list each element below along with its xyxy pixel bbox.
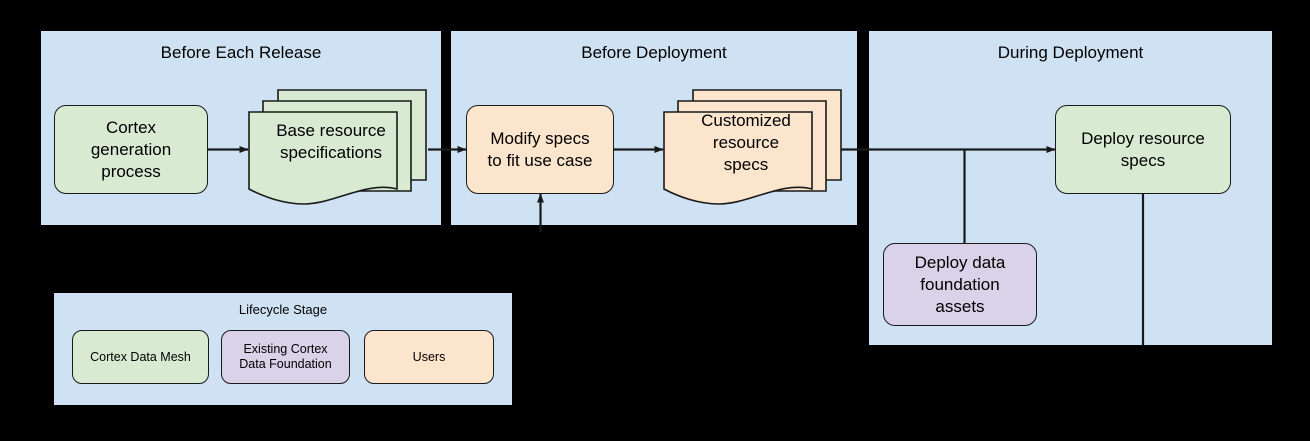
node-customized-resource-specs[interactable]: Customized resource specs [663,88,843,208]
legend: Lifecycle Stage Cortex Data Mesh Existin… [54,293,512,405]
panel-title-during-deployment: During Deployment [997,43,1144,62]
legend-title: Lifecycle Stage [238,302,328,317]
panel-title-before-deployment: Before Deployment [581,43,727,62]
panel-title-before-each-release: Before Each Release [160,43,322,62]
node-label: Cortex generation process [90,117,172,181]
document-sheet-front [248,111,398,205]
legend-item-label: Users [412,349,446,364]
node-cortex-generation-process[interactable]: Cortex generation process [54,105,208,194]
node-modify-specs-to-fit-use-case[interactable]: Modify specs to fit use case [466,105,614,194]
legend-item-existing-cortex-data-foundation[interactable]: Existing Cortex Data Foundation [221,330,350,384]
node-label: Deploy data foundation assets [914,252,1006,316]
legend-item-label: Existing Cortex Data Foundation [239,342,332,371]
node-base-resource-specifications[interactable]: Base resource specifications [248,88,428,208]
legend-item-label: Cortex Data Mesh [90,349,191,364]
legend-item-cortex-data-mesh[interactable]: Cortex Data Mesh [72,330,209,384]
document-sheet-front [663,111,813,205]
node-deploy-resource-specs[interactable]: Deploy resource specs [1055,105,1231,194]
node-label: Deploy resource specs [1081,128,1205,170]
node-label: Modify specs to fit use case [487,128,593,170]
node-deploy-data-foundation-assets[interactable]: Deploy data foundation assets [883,243,1037,326]
legend-item-users[interactable]: Users [364,330,494,384]
